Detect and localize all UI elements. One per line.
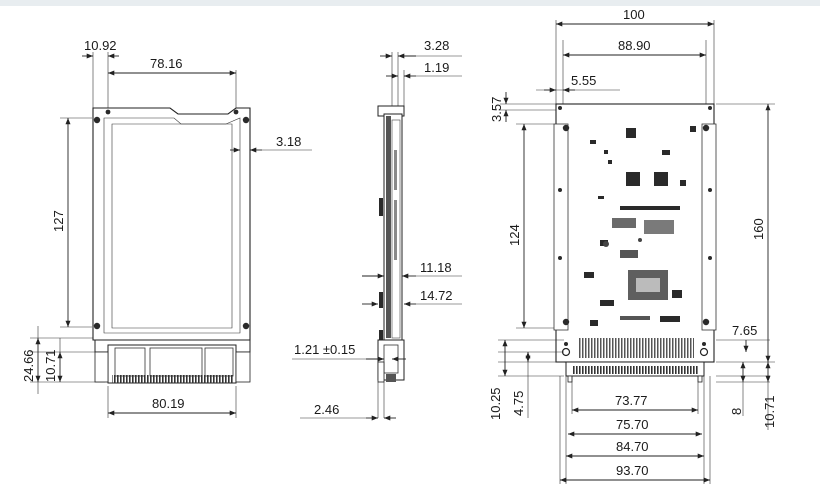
dim-73-77: 73.77 <box>615 393 648 408</box>
dim-160: 160 <box>751 218 766 240</box>
dim-1-19: 1.19 <box>424 60 449 75</box>
dim-7-65: 7.65 <box>732 323 757 338</box>
top-strip <box>0 0 820 6</box>
dim-3-18: 3.18 <box>276 134 301 149</box>
pcb-outline <box>555 103 715 363</box>
dim-14-72: 14.72 <box>420 288 453 303</box>
dim-80-19: 80.19 <box>152 396 185 411</box>
dim-3-28: 3.28 <box>424 38 449 53</box>
back-view: 100 88.90 5.55 3.57 124 160 7.65 10.25 <box>488 7 777 484</box>
dim-75-70: 75.70 <box>616 417 649 432</box>
side-view: 3.28 1.19 11.18 14.72 1.21 ±0.15 2.46 <box>292 38 462 421</box>
dim-127: 127 <box>51 210 66 232</box>
dim-100: 100 <box>623 7 645 22</box>
front-frame <box>92 107 251 341</box>
dim-11-18: 11.18 <box>420 260 452 275</box>
dim-4-75: 4.75 <box>511 391 526 416</box>
front-view: 10.92 78.16 3.18 127 24.66 10.71 80.19 <box>21 38 312 418</box>
dim-3-57: 3.57 <box>489 97 504 122</box>
dim-93-70: 93.70 <box>616 463 649 478</box>
dim-10-71-front: 10.71 <box>43 349 58 382</box>
dim-5-55: 5.55 <box>571 73 596 88</box>
dim-2-46: 2.46 <box>314 402 339 417</box>
dim-124: 124 <box>507 224 522 246</box>
dim-78-16: 78.16 <box>150 56 183 71</box>
dim-10-25: 10.25 <box>488 387 503 420</box>
dim-10-92: 10.92 <box>84 38 117 53</box>
dim-1-21-tolerance: 1.21 ±0.15 <box>294 342 355 357</box>
dim-10-71-back: 10.71 <box>762 395 777 428</box>
dim-84-70: 84.70 <box>616 439 649 454</box>
dim-24-66: 24.66 <box>21 349 36 382</box>
dim-8: 8 <box>729 408 744 415</box>
dim-88-90: 88.90 <box>618 38 651 53</box>
